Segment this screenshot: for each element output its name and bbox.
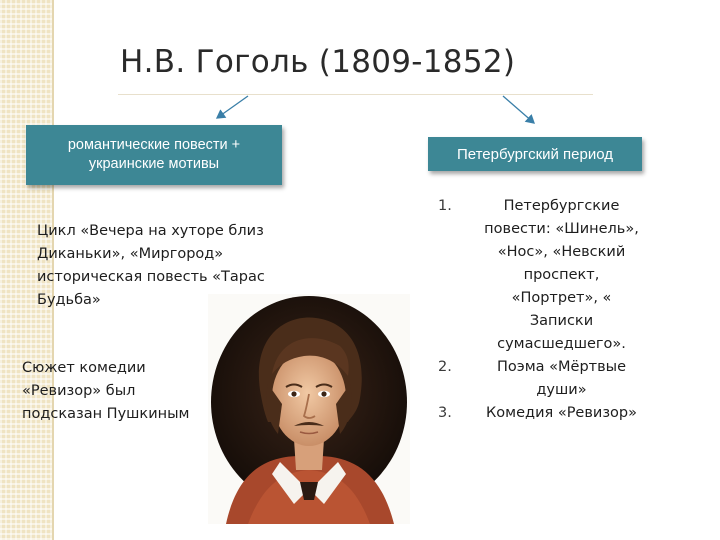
list-number: 2. <box>438 359 452 375</box>
romantic-box-line-1: романтические повести + <box>67 137 241 153</box>
text-line: историческая повесть «Тарас <box>37 269 265 285</box>
portrait-of-gogol-icon <box>211 296 407 524</box>
list-line: Поэма «Мёртвые <box>496 359 627 375</box>
list-item: 2. Поэма «Мёртвые души» <box>438 356 658 402</box>
list-line: души» <box>536 382 587 398</box>
text-line: Диканьки», «Миргород» <box>37 246 224 262</box>
text-line: Будьба» <box>37 292 101 308</box>
list-line: сумасшедшего». <box>497 336 626 352</box>
list-line: проспект, <box>523 267 600 283</box>
text-line: «Ревизор» был <box>22 383 136 399</box>
list-line: «Портрет», « <box>511 290 612 306</box>
petersburg-box-label: Петербургский период <box>456 145 614 163</box>
list-line: повести: «Шинель», <box>484 221 639 237</box>
list-number: 3. <box>438 405 452 421</box>
arrow-right <box>502 95 535 124</box>
portrait-image <box>208 294 410 524</box>
text-line: подсказан Пушкиным <box>22 406 190 422</box>
title-divider <box>118 94 593 95</box>
list-line: Петербургские <box>503 198 620 214</box>
list-line: «Нос», «Невский <box>497 244 626 260</box>
romantic-stories-box: романтические повести + украинские мотив… <box>26 125 282 185</box>
list-line: Комедия «Ревизор» <box>486 405 637 421</box>
text-line: Сюжет комедии <box>22 360 146 376</box>
list-line: Записки <box>529 313 594 329</box>
romantic-box-line-2: украинские мотивы <box>88 156 220 172</box>
stripe-edge <box>52 0 54 540</box>
decorative-side-stripe <box>0 0 52 540</box>
petersburg-period-box: Петербургский период <box>428 137 642 171</box>
comedy-plot-text: Сюжет комедии «Ревизор» был подсказан Пу… <box>22 357 202 426</box>
list-item: 1. Петербургские повести: «Шинель», «Нос… <box>438 195 658 356</box>
list-number: 1. <box>438 198 452 214</box>
evenings-cycle-text: Цикл «Вечера на хуторе близ Диканьки», «… <box>37 220 277 312</box>
text-line: Цикл «Вечера на хуторе близ <box>37 223 264 239</box>
list-item: 3. Комедия «Ревизор» <box>438 402 658 425</box>
arrow-left <box>215 95 249 119</box>
slide-title: Н.В. Гоголь (1809-1852) <box>120 44 516 80</box>
petersburg-works-list: 1. Петербургские повести: «Шинель», «Нос… <box>438 195 658 425</box>
